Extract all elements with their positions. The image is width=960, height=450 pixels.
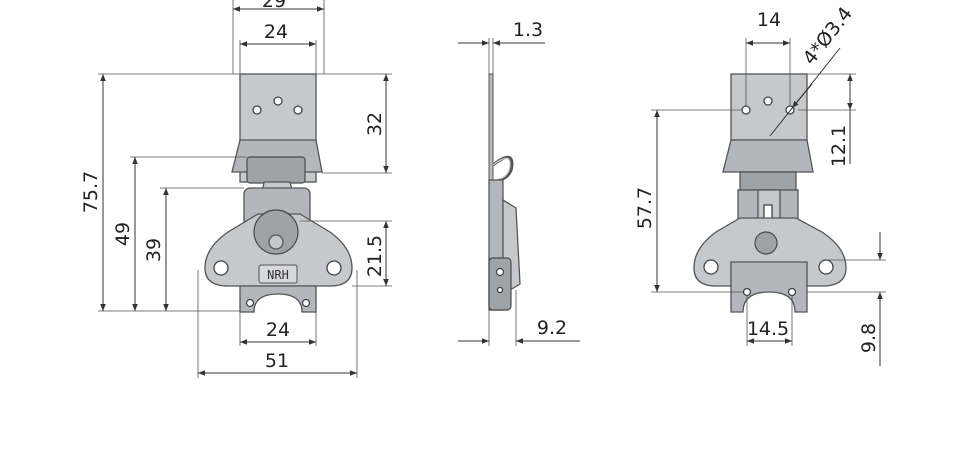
dim-height-39: 39 <box>143 238 165 262</box>
front-lever-pivot <box>268 234 284 250</box>
rear-bottom-strike <box>730 261 808 313</box>
side-plate <box>488 73 494 185</box>
rear-base-hole-right <box>818 259 834 275</box>
dim-top-width: 29 <box>262 0 286 12</box>
front-lever-dial <box>253 209 299 255</box>
front-logo-text: NRH <box>267 268 289 282</box>
rear-rivet <box>754 231 778 255</box>
dim-bottom-width: 24 <box>266 319 290 341</box>
front-view: NRH 29 24 32 75.7 <box>80 0 392 378</box>
dim-overall-width: 51 <box>265 350 289 372</box>
side-hole-bottom <box>496 286 504 294</box>
dim-hole-offset: 12.1 <box>828 125 850 167</box>
dim-hole-spec: 4*Ø3.4 <box>799 3 857 69</box>
rear-plate-hole-top <box>763 96 773 106</box>
front-dimensions: 29 24 32 75.7 49 39 <box>80 0 392 378</box>
dim-bottom-spacing: 14.5 <box>747 318 789 340</box>
dim-rear-height: 57.7 <box>634 187 656 229</box>
rear-strike-hole-right <box>787 287 797 297</box>
rear-top-plate <box>730 73 808 141</box>
dim-hole-spacing: 14 <box>757 9 781 31</box>
dim-total-height: 75.7 <box>80 171 102 213</box>
side-dimensions: 1.3 9.2 <box>458 19 580 346</box>
rear-plate-flare <box>722 139 814 173</box>
rear-hinge <box>739 171 797 191</box>
front-plate-hole-top <box>273 96 283 106</box>
dim-plate-height: 32 <box>364 112 386 136</box>
front-bottom-strike <box>239 285 317 313</box>
dim-depth: 9.2 <box>537 317 567 339</box>
front-logo-plate <box>258 264 298 284</box>
front-strike-hole-right <box>301 298 311 308</box>
side-hole-top <box>495 267 505 277</box>
dim-thickness: 1.3 <box>513 19 543 41</box>
rear-strike-hole-left <box>742 287 752 297</box>
rear-plate-hole-left <box>741 105 751 115</box>
side-view: 1.3 9.2 <box>458 19 580 346</box>
rear-base-hole-left <box>703 259 719 275</box>
dim-plate-width: 24 <box>264 21 288 43</box>
dim-bottom-offset: 9.8 <box>858 323 880 353</box>
dim-height-49: 49 <box>112 222 134 246</box>
front-base-hole-left <box>213 260 229 276</box>
front-plate-hole-right <box>293 105 303 115</box>
front-strike-hole-left <box>245 298 255 308</box>
front-base-hole-right <box>326 260 342 276</box>
side-keeper <box>488 257 512 311</box>
front-hinge-knuckle <box>246 156 306 184</box>
front-plate-hole-left <box>252 105 262 115</box>
rear-view: 14 4*Ø3.4 12.1 57.7 14.5 <box>634 3 886 366</box>
dim-base-height: 21.5 <box>364 235 386 277</box>
